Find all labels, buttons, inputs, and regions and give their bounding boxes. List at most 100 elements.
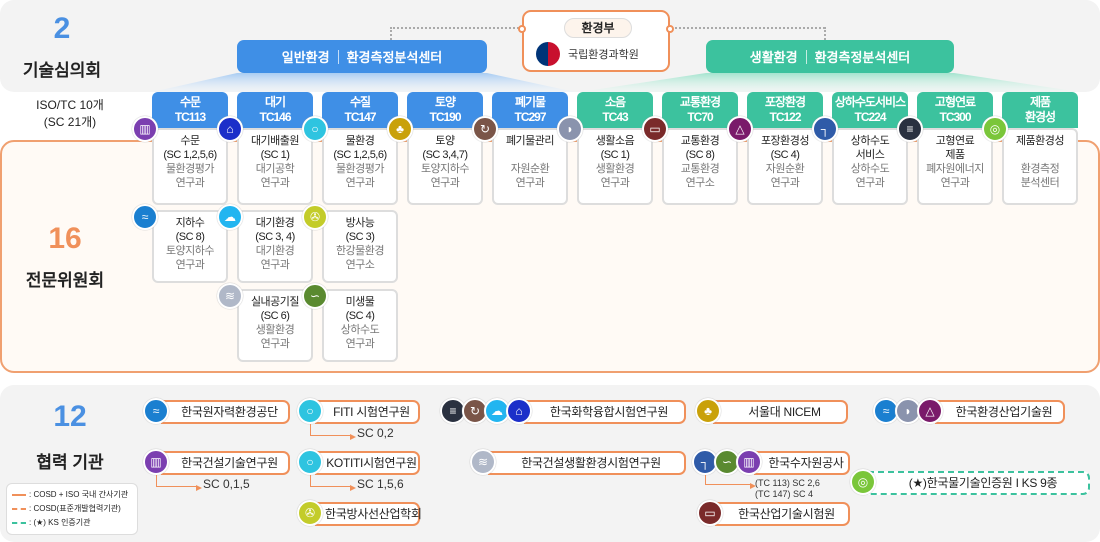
card-dept: 연구소	[685, 177, 715, 189]
card-dept: 상하수도	[340, 324, 380, 336]
car-icon: ▭	[697, 500, 723, 526]
card-title: 실내공기질	[250, 296, 300, 308]
partner-item[interactable]: FITI 시험연구원	[315, 400, 420, 424]
tc-code: 환경성	[1024, 110, 1056, 124]
partner-item[interactable]: 한국원자력환경공단	[161, 400, 290, 424]
legend-item: : COSD(표준개발협력기관)	[12, 502, 132, 516]
dam-icon: ▥	[132, 116, 158, 142]
card-title: 상하수도	[850, 135, 890, 147]
radiation-icon: ✇	[302, 204, 328, 230]
tc-name: 토양	[434, 95, 456, 109]
partner-item[interactable]: 서울대 NICEM	[713, 400, 848, 424]
card-title	[494, 148, 566, 162]
card-dept: 교통환경	[680, 163, 720, 175]
card-dept: 연구과	[855, 177, 885, 189]
banner-fans	[152, 73, 1080, 92]
connector-dot	[518, 25, 526, 33]
tc-code: TC70	[687, 110, 713, 124]
partner-item[interactable]: (★)한국물기술인증원 I KS 9종	[868, 471, 1090, 495]
card-dept: 대기공학	[255, 163, 295, 175]
legend-item: : COSD + ISO 국내 간사기관	[12, 488, 132, 502]
card-dept: 한강물환경	[335, 245, 385, 257]
tc-name: 수문	[179, 95, 201, 109]
globe-icon: ◎	[982, 116, 1008, 142]
card-dept: 생활환경	[255, 324, 295, 336]
groundwater-icon: ≈	[143, 398, 169, 424]
card-title: 토양	[435, 135, 455, 147]
faucet-icon: ┐	[812, 116, 838, 142]
card-title	[1004, 148, 1076, 162]
card-title: 미생물	[345, 296, 375, 308]
partner-item[interactable]: 한국방사선산업학회	[315, 502, 422, 526]
card-dept: 폐자원에너지	[926, 163, 984, 175]
tc-code: TC146	[259, 110, 291, 124]
card-title: 포장환경성	[760, 135, 810, 147]
groundwater-icon: ≈	[132, 204, 158, 230]
card-dept: 연구과	[260, 177, 290, 189]
sub-committee-text: SC 0,2	[357, 426, 394, 440]
card-dept: 물환경평가	[335, 163, 385, 175]
trees-icon: ♣	[387, 116, 413, 142]
sub-arrow	[705, 475, 756, 489]
partner-item[interactable]: 한국환경산업기술원	[935, 400, 1065, 424]
card-dept: 연구과	[515, 177, 545, 189]
partner-item[interactable]: 한국건설기술연구원	[161, 451, 290, 475]
ministry-tag: 환경부	[564, 18, 632, 38]
sub-arrow	[310, 475, 356, 491]
bag-icon: △	[917, 398, 943, 424]
card-title: 제품	[945, 149, 965, 161]
council-label: 기술심의회	[22, 61, 102, 80]
partners-label: 협력 기관	[36, 453, 104, 472]
card-dept: 연구과	[175, 259, 205, 271]
tc-code: TC43	[602, 110, 628, 124]
card-dept: 연구과	[600, 177, 630, 189]
partner-item[interactable]: 한국화학융합시험연구원	[524, 400, 686, 424]
sub-committee-text: (TC 113) SC 2,6	[755, 478, 820, 488]
card-dept: 토양지하수	[420, 163, 470, 175]
sub-committee-text: (TC 147) SC 4	[755, 489, 814, 499]
dam-icon: ▥	[143, 449, 169, 475]
partner-item[interactable]: 한국수자원공사	[754, 451, 850, 475]
iso-tc-count: ISO/TC 10개	[36, 98, 104, 112]
water-drop-icon: ○	[297, 449, 323, 475]
card-dept: 자원순환	[765, 163, 805, 175]
connector	[670, 27, 825, 29]
ear-icon: ◗	[895, 398, 921, 424]
partner-item[interactable]: KOTITI시험연구원	[315, 451, 420, 475]
card-title: 폐기물관리	[505, 135, 555, 147]
council-count: 2	[53, 12, 71, 45]
iso-sc-count: (SC 21개)	[43, 115, 97, 129]
iso-summary: ISO/TC 10개 (SC 21개)	[10, 97, 130, 131]
fuel-icon: ≡	[897, 116, 923, 142]
banner-right: 환경측정분석센터	[814, 50, 911, 65]
card-dept: 분석센터	[1020, 177, 1060, 189]
partner-item[interactable]: 한국건설생활환경시험연구원	[488, 451, 686, 475]
card-dept: 자원순환	[510, 163, 550, 175]
connector-dot	[666, 25, 674, 33]
tc-code: TC224	[854, 110, 886, 124]
card-title: (SC 1)	[260, 149, 290, 161]
partner-item[interactable]: 한국산업기술시험원	[715, 502, 850, 526]
card-title: 수문	[180, 135, 200, 147]
tc-name: 상하수도서비스	[834, 95, 906, 109]
partners-count: 12	[53, 400, 87, 433]
